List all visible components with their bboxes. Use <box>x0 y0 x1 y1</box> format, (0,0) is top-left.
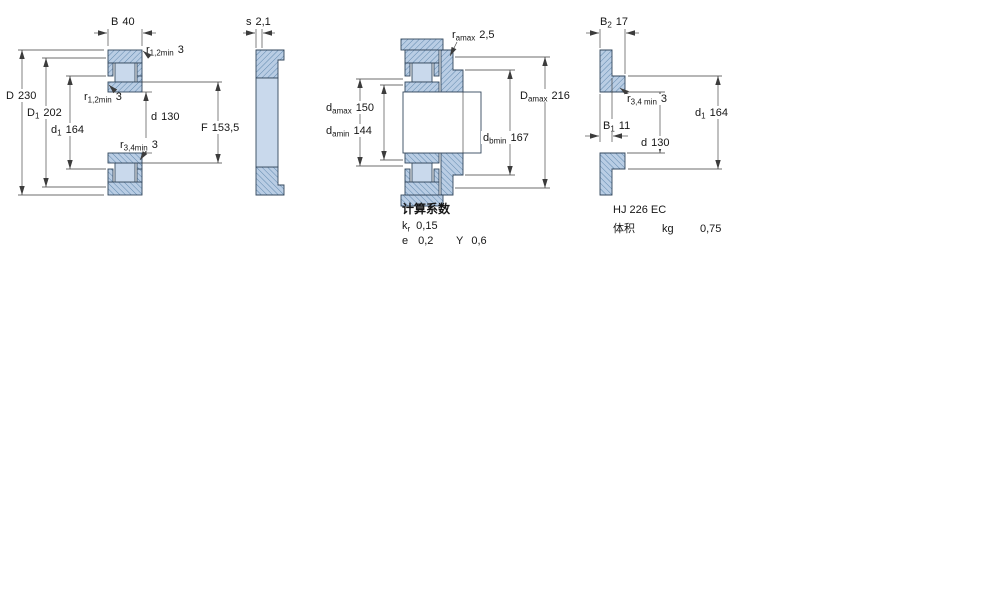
angle-ring-half-section-mirror <box>599 152 626 196</box>
bearing-half-section-mirror <box>107 152 143 196</box>
text-underlay <box>118 138 170 151</box>
calc-heading: 计算系数 <box>402 201 451 216</box>
angle-ring-section <box>440 49 464 93</box>
side-view-dimension-lines <box>243 29 275 48</box>
front-view-dimension-lines <box>18 29 222 196</box>
ring-mass-unit: kg <box>662 223 674 235</box>
angle-ring-half-section <box>599 49 626 93</box>
roller <box>114 62 136 83</box>
leader-line <box>449 41 458 57</box>
mounting-half-section <box>400 38 464 93</box>
outer-ring-flange <box>107 62 114 77</box>
inner-ring-flange <box>136 75 143 83</box>
ring-mass-label: 体积 <box>613 221 635 235</box>
angle-ring-dimension-lines <box>585 29 722 170</box>
inner-ring-section <box>404 81 440 93</box>
ring-mass-value: 0,75 <box>700 223 721 235</box>
bearing-half-section <box>107 49 143 93</box>
text-underlay <box>324 101 378 114</box>
leader-line <box>142 50 152 59</box>
text-underlay <box>639 136 679 149</box>
shaft-section <box>402 91 482 154</box>
text-underlay <box>518 89 572 102</box>
outer-ring-section <box>107 49 143 64</box>
text-underlay <box>4 89 41 102</box>
mounting-view-dimension-lines <box>356 41 550 189</box>
text-underlay <box>25 106 69 119</box>
leader-line <box>139 150 148 161</box>
roller <box>411 62 433 83</box>
text-underlay <box>625 94 677 105</box>
leader-line <box>108 84 118 94</box>
housing-shoulder <box>400 38 444 51</box>
mounting-half-section-mirror <box>400 152 464 207</box>
text-underlay <box>693 106 737 119</box>
outer-ring-flange <box>404 62 411 77</box>
outer-ring-flange <box>433 62 440 77</box>
outer-ring-section <box>404 49 440 64</box>
text-underlay <box>601 119 637 132</box>
ring-profile-top <box>255 49 285 79</box>
text-underlay <box>481 131 533 144</box>
text-underlay <box>199 121 247 134</box>
ring-profile-bottom <box>255 166 285 196</box>
outer-ring-flange <box>136 62 143 77</box>
text-underlay <box>324 124 376 137</box>
angle-ring-info: HJ 226 EC 体积 kg 0,75 <box>613 204 721 235</box>
ring-designation: HJ 226 EC <box>613 204 666 216</box>
text-underlay <box>49 123 89 136</box>
ring-profile-body <box>255 77 279 168</box>
inner-ring-section <box>107 81 143 93</box>
